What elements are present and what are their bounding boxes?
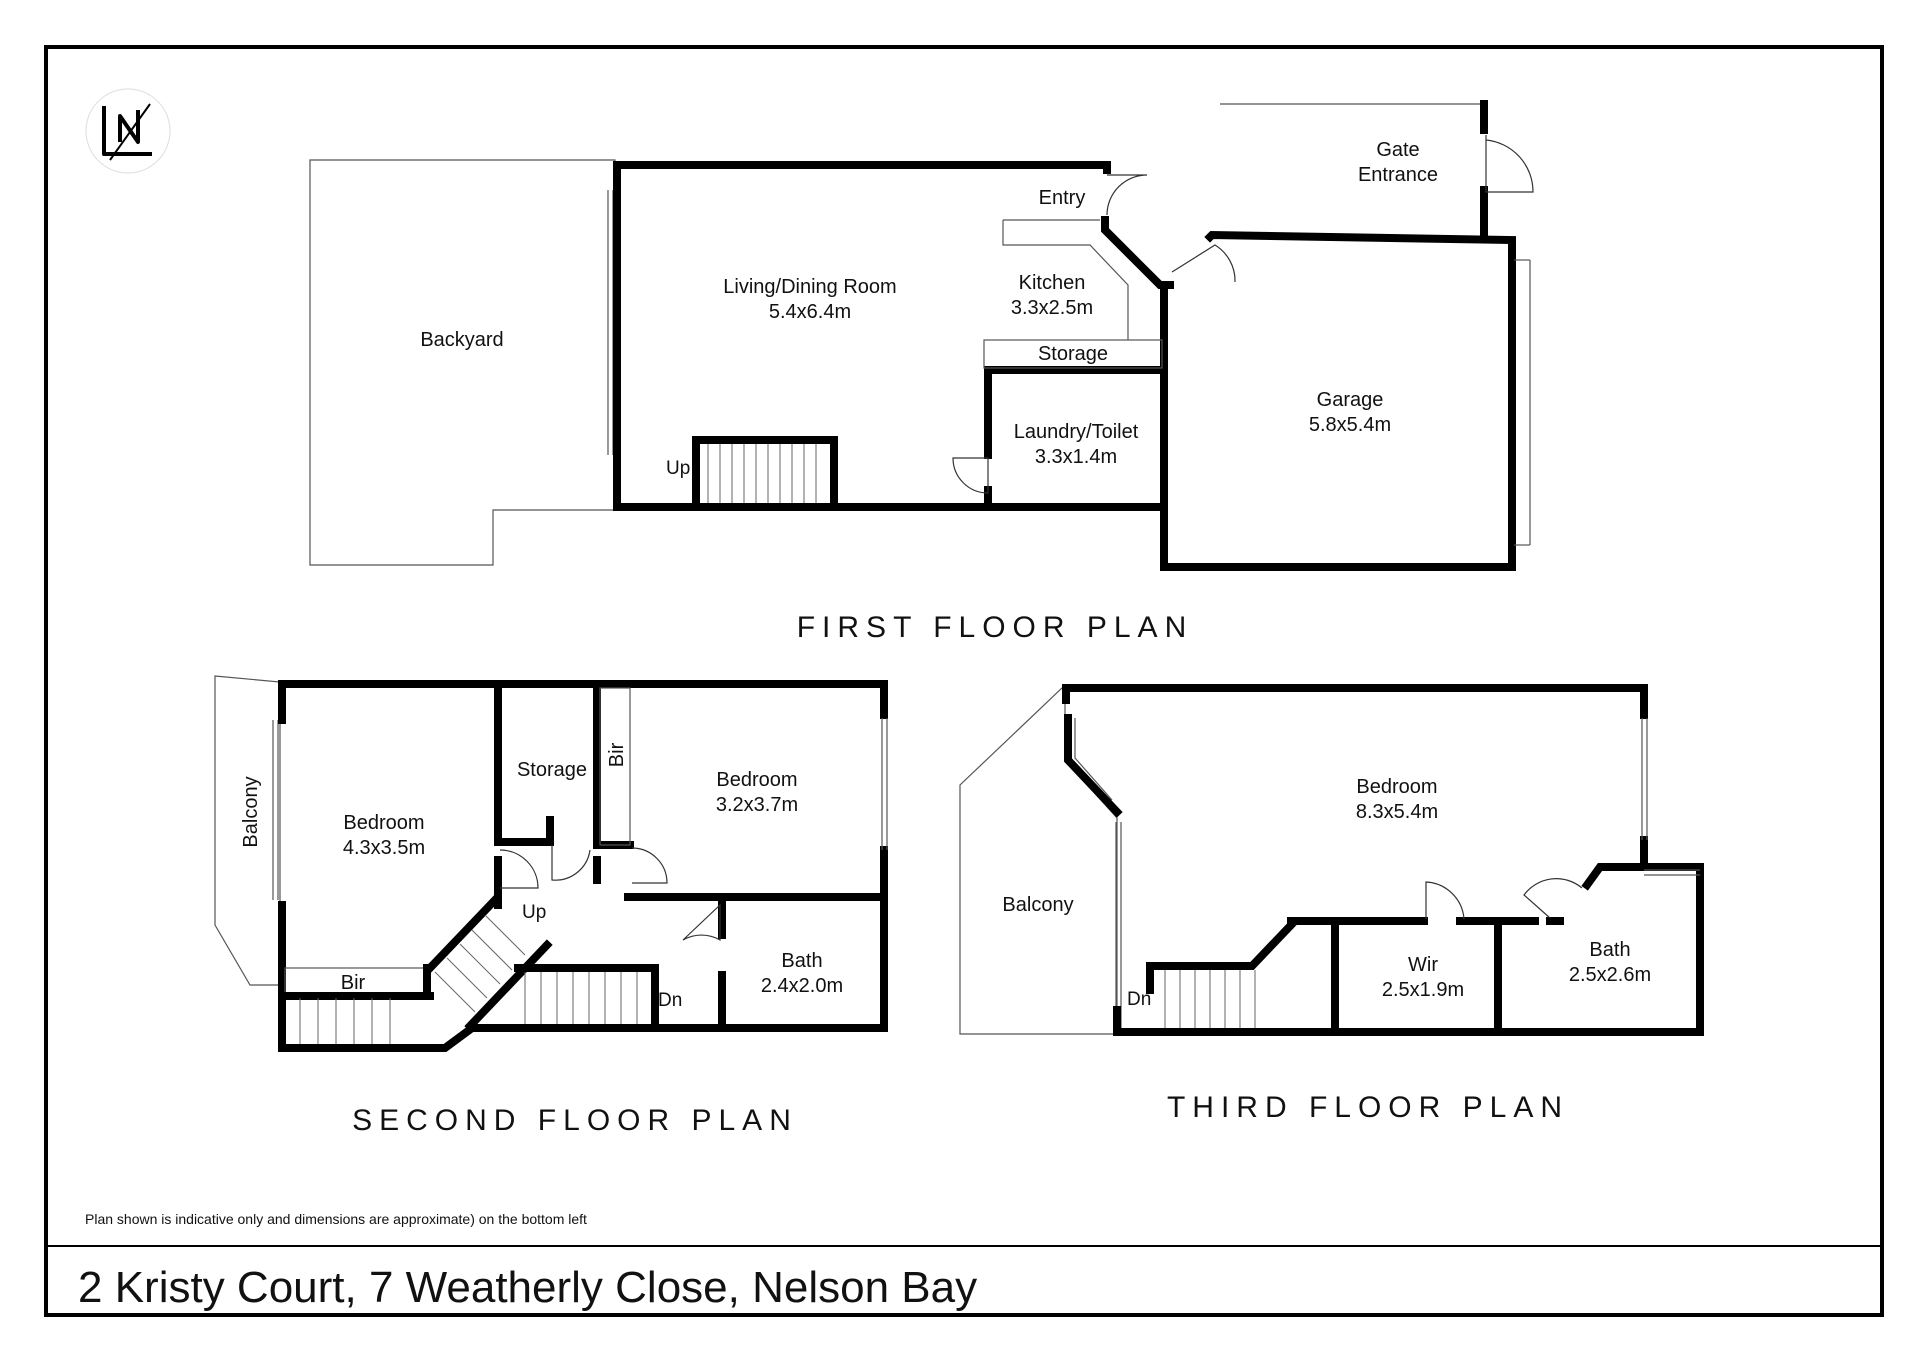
second-bedroom1-door-icon (499, 849, 539, 889)
second-bedroom2-dims: 3.2x3.7m (716, 794, 798, 816)
gate-door-icon (1485, 135, 1534, 193)
laundry-label: Laundry/Toilet (1014, 421, 1139, 443)
garage-door-icon (1171, 244, 1236, 283)
third-floor-stairs (1164, 970, 1256, 1028)
third-bath-dims: 2.5x2.6m (1569, 964, 1651, 986)
living-dining-label: Living/Dining Room (723, 276, 896, 298)
kitchen-dims: 3.3x2.5m (1011, 297, 1093, 319)
second-balcony-outline (214, 675, 281, 986)
laundry-dims: 3.3x1.4m (1035, 446, 1117, 468)
second-floor-stairs (299, 914, 638, 1044)
disclaimer-text: Plan shown is indicative only and dimens… (85, 1211, 587, 1227)
laundry-door-icon (952, 457, 989, 494)
garage-walls (1160, 230, 1516, 571)
first-stair-up-label: Up (666, 458, 690, 479)
third-floor-plan: Balcony Bedroom 8.3x5.4m Wir 2.5x1.9m Ba… (959, 684, 1704, 1124)
third-floor-walls (1062, 684, 1648, 719)
gate-label-line1: Gate (1376, 139, 1419, 161)
third-bedroom-label: Bedroom (1356, 776, 1437, 798)
third-balcony-label: Balcony (1002, 894, 1073, 916)
compass-logo-icon (85, 88, 171, 174)
entry-label: Entry (1039, 187, 1086, 209)
third-wir-label: Wir (1408, 954, 1438, 976)
second-dn-label: Dn (658, 990, 682, 1011)
second-bedroom1-label: Bedroom (343, 812, 424, 834)
living-dining-dims: 5.4x6.4m (769, 301, 851, 323)
entry-door-icon (1106, 174, 1148, 216)
second-bath-label: Bath (781, 950, 822, 972)
second-bedroom2-label: Bedroom (716, 769, 797, 791)
third-bath-label: Bath (1589, 939, 1630, 961)
second-storage-label: Storage (517, 759, 587, 781)
garage-dims: 5.8x5.4m (1309, 414, 1391, 436)
gate-label-line2: Entrance (1358, 164, 1438, 186)
third-bath-door-icon (1523, 878, 1583, 919)
first-floor-stairs (692, 436, 838, 509)
third-wir-dims: 2.5x1.9m (1382, 979, 1464, 1001)
second-bath-door-icon (682, 903, 721, 942)
second-bedroom2-door-icon (631, 847, 668, 884)
third-floor-title: THIRD FLOOR PLAN (1167, 1091, 1569, 1124)
third-bedroom-dims: 8.3x5.4m (1356, 801, 1438, 823)
second-floor-title: SECOND FLOOR PLAN (352, 1104, 798, 1137)
second-storage-door-icon (551, 845, 591, 881)
backyard-outline (309, 159, 616, 566)
third-balcony-outline (959, 687, 1118, 1035)
second-bir-label: Bir (341, 972, 366, 994)
first-floor-title: FIRST FLOOR PLAN (797, 611, 1194, 644)
first-floor-walls (613, 161, 1111, 511)
second-up-label: Up (522, 902, 546, 923)
third-dn-label: Dn (1127, 989, 1151, 1010)
kitchen-label: Kitchen (1019, 272, 1086, 294)
second-floor-plan: Balcony Bedroom 4.3x3.5m Storage Bir Bed… (214, 675, 888, 1137)
first-floor-plan: Backyard Living/Dining Room 5.4x6.4m Ent… (309, 100, 1534, 644)
garage-label: Garage (1317, 389, 1384, 411)
second-bir-vertical-label: Bir (606, 742, 628, 767)
third-wir-door-icon (1425, 881, 1465, 920)
second-bedroom1-dims: 4.3x3.5m (343, 837, 425, 859)
second-floor-walls (278, 680, 888, 724)
second-bath-dims: 2.4x2.0m (761, 975, 843, 997)
backyard-label: Backyard (420, 329, 503, 351)
second-balcony-label: Balcony (240, 776, 262, 847)
sheet-border (44, 45, 1884, 1317)
storage-label: Storage (1038, 343, 1108, 365)
address-text: 2 Kristy Court, 7 Weatherly Close, Nelso… (78, 1263, 977, 1312)
